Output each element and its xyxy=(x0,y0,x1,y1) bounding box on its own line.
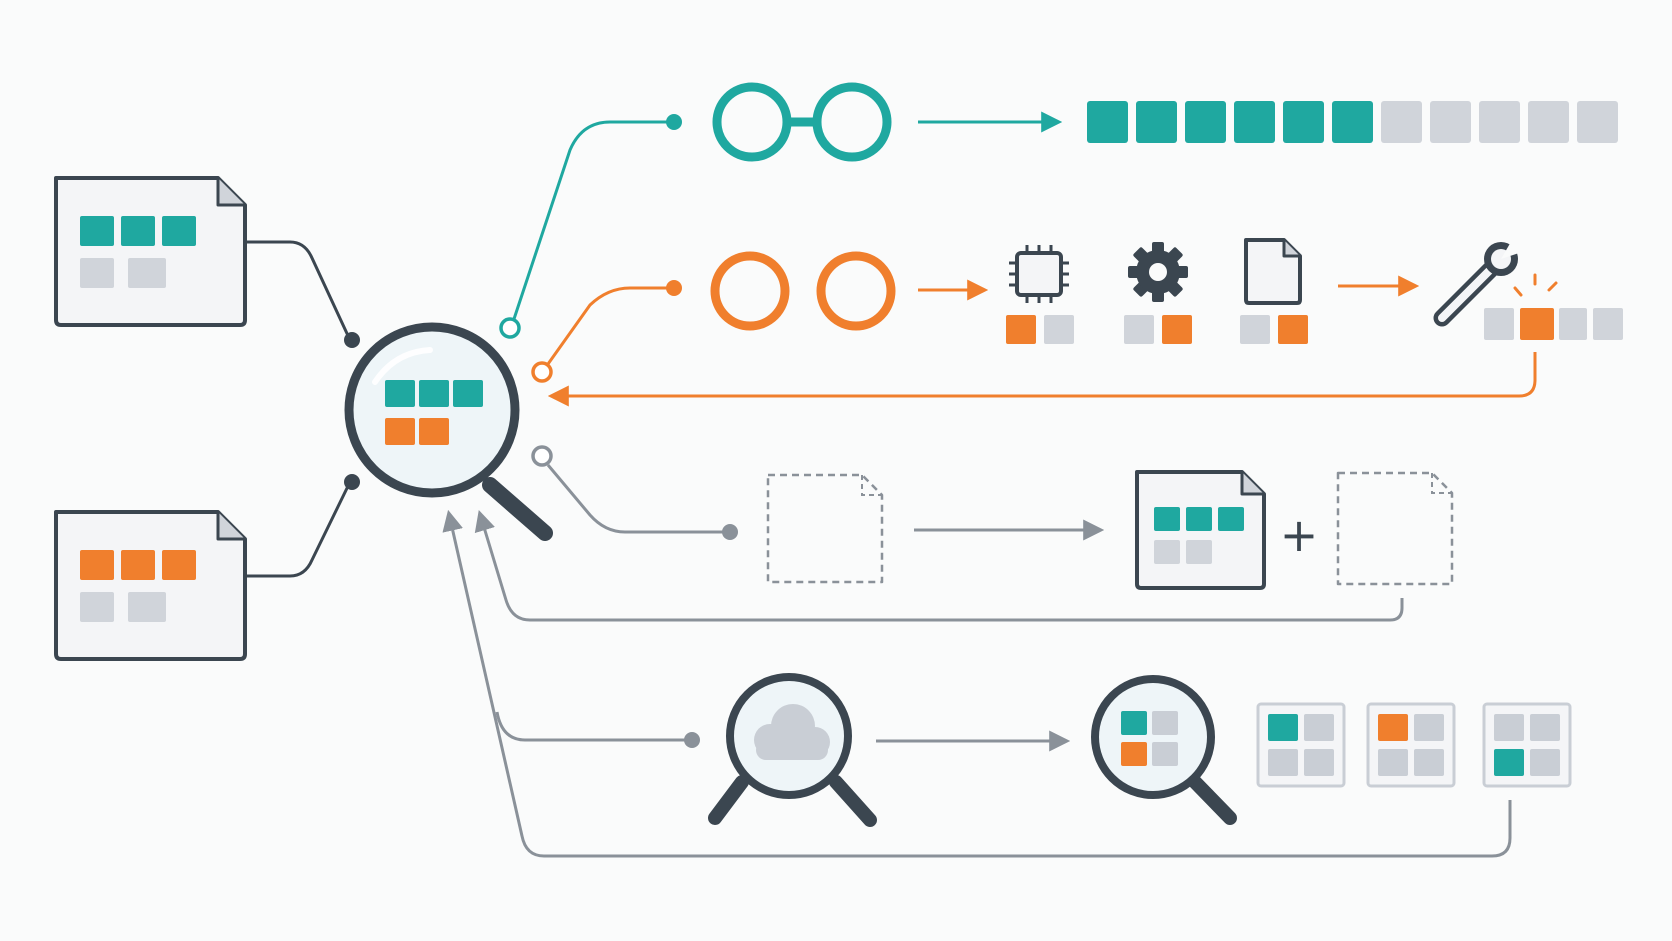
token-row-repair xyxy=(1484,308,1623,340)
token-block-empty xyxy=(1479,101,1520,143)
merged-document xyxy=(1135,470,1266,590)
token-block-filled xyxy=(1332,101,1373,143)
connector-grey xyxy=(546,464,728,534)
central-magnifier-icon xyxy=(344,322,553,541)
token-block-filled xyxy=(1234,101,1275,143)
token-block-empty xyxy=(1381,101,1422,143)
repaired-block xyxy=(1520,308,1554,340)
cloud-icon xyxy=(754,704,830,760)
repair-block xyxy=(1484,308,1514,340)
connector-dot xyxy=(344,474,360,490)
connector-dot xyxy=(722,524,738,540)
token-row-teal xyxy=(1087,101,1618,143)
port-orange xyxy=(531,361,553,383)
token-block-filled xyxy=(1136,101,1177,143)
connector-doc-bottom xyxy=(245,481,352,578)
token-block-filled xyxy=(1087,101,1128,143)
dashed-file-icon xyxy=(766,473,884,584)
file-block-grey xyxy=(1240,315,1270,344)
input-document-teal xyxy=(54,176,247,327)
chip-block-orange xyxy=(1006,315,1036,344)
feedback-loop-orange xyxy=(547,352,1537,407)
port-teal xyxy=(499,317,521,339)
spark-lines xyxy=(1513,273,1558,297)
chip-block-grey xyxy=(1044,315,1074,344)
connector-dot xyxy=(666,280,682,296)
file-block-orange xyxy=(1278,315,1308,344)
token-block-empty xyxy=(1577,101,1618,143)
gear-block-orange xyxy=(1162,315,1192,344)
connector-dot xyxy=(684,732,700,748)
gear-icon xyxy=(1128,242,1188,302)
result-magnifier-icon xyxy=(1091,675,1237,825)
repair-block xyxy=(1559,308,1587,340)
connector-dot xyxy=(666,114,682,130)
repair-block xyxy=(1593,308,1623,340)
glasses-split-icon xyxy=(710,251,896,331)
token-block-empty xyxy=(1430,101,1471,143)
port-grey xyxy=(531,445,553,467)
input-document-orange xyxy=(54,510,247,661)
glasses-icon xyxy=(712,82,892,162)
connector-teal xyxy=(512,120,672,320)
gear-block-grey xyxy=(1124,315,1154,344)
result-card-orange xyxy=(1366,702,1456,788)
connector-dot xyxy=(344,332,360,348)
wrench-icon xyxy=(1433,240,1522,327)
connector-orange xyxy=(546,286,672,365)
token-block-filled xyxy=(1185,101,1226,143)
connector-doc-top xyxy=(245,240,352,341)
plus-icon: + xyxy=(1280,508,1319,562)
feedback-loop-grey-1 xyxy=(474,509,1404,622)
token-block-empty xyxy=(1528,101,1569,143)
connector-grey-search xyxy=(495,711,690,742)
token-block-filled xyxy=(1283,101,1324,143)
chip-icon xyxy=(1009,245,1069,303)
result-card-teal xyxy=(1256,702,1346,788)
file-icon xyxy=(1244,238,1302,305)
dashed-file-icon xyxy=(1336,471,1454,586)
result-card-teal-bottom xyxy=(1482,702,1572,788)
feedback-loop-grey-2 xyxy=(442,509,1512,858)
cloud-search-icon xyxy=(708,673,877,827)
